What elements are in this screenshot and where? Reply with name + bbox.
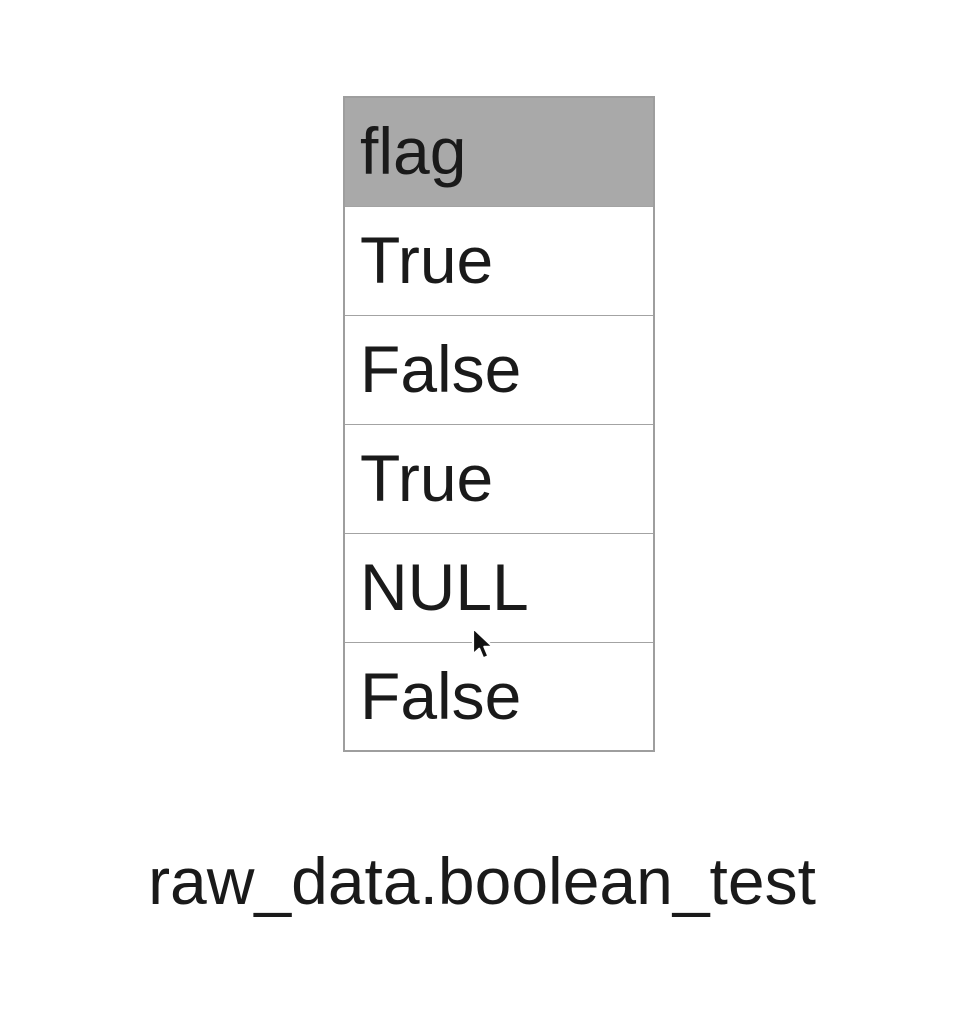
table-row: False [343, 641, 655, 752]
table-header-row: flag [343, 96, 655, 207]
result-table: flag True False True NULL False [343, 96, 655, 752]
table-header: flag [343, 96, 655, 207]
table-cell: True [343, 205, 655, 316]
table-row: True [343, 205, 655, 316]
table-cell: False [343, 641, 655, 752]
table-caption: raw_data.boolean_test [148, 844, 816, 918]
table-row: False [343, 314, 655, 425]
table-body: True False True NULL False [343, 205, 655, 752]
table-row: NULL [343, 532, 655, 643]
column-header-flag: flag [343, 96, 655, 207]
table-cell: False [343, 314, 655, 425]
table-cell: NULL [343, 532, 655, 643]
table-row: True [343, 423, 655, 534]
table-cell: True [343, 423, 655, 534]
